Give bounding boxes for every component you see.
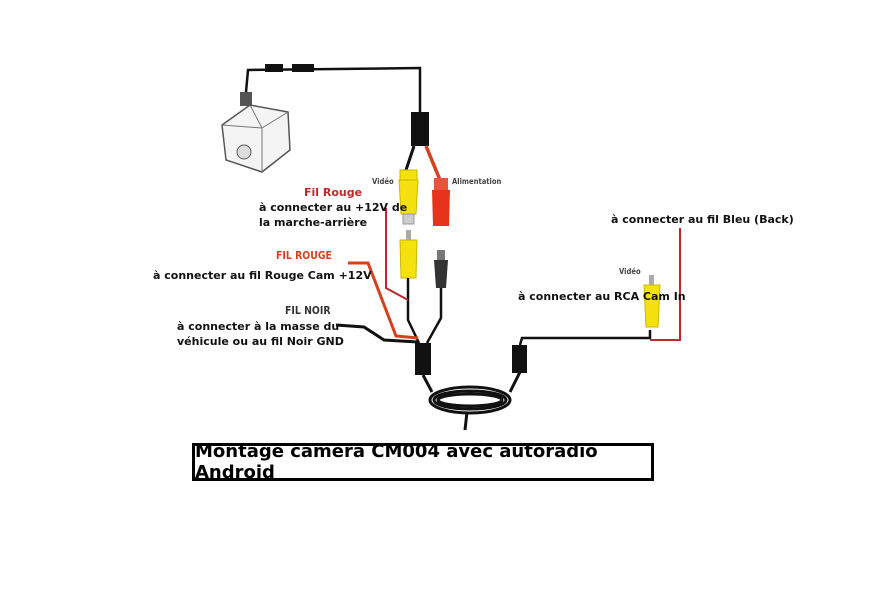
rca-text: à connecter au RCA Cam In <box>518 290 686 303</box>
diagram-title: Montage camera CM004 avec autoradio Andr… <box>192 441 654 483</box>
video-rca-male <box>399 230 418 279</box>
label-video-right: Vidéo <box>619 267 641 276</box>
dc-plug <box>434 250 448 288</box>
red-wire-reverse <box>385 208 409 301</box>
power-connector <box>432 178 450 226</box>
cable-connector <box>292 64 314 72</box>
split-block <box>411 112 429 146</box>
fil-rouge-1-title: Fil Rouge <box>304 186 363 199</box>
camera-icon <box>221 92 291 173</box>
fil-rouge-1-line2: la marche-arrière <box>259 216 368 229</box>
right-block <box>512 345 527 373</box>
bleu-text: à connecter au fil Bleu (Back) <box>611 213 794 226</box>
cable-coil <box>421 371 522 431</box>
red-wire-cam <box>348 261 419 340</box>
blue-back-wire <box>650 228 681 341</box>
fil-rouge-2-text: à connecter au fil Rouge Cam +12V <box>153 269 372 282</box>
camera-cable <box>244 66 422 112</box>
label-alimentation: Alimentation <box>452 177 502 186</box>
video-rca-right <box>643 275 661 328</box>
fil-rouge-1-line1: à connecter au +12V de <box>259 201 408 214</box>
cable-connector <box>265 64 283 72</box>
fil-noir-line2: véhicule ou au fil Noir GND <box>177 335 344 348</box>
label-video-top: Vidéo <box>372 177 394 186</box>
black-wire-gnd <box>335 323 419 344</box>
fil-noir-line1: à connecter à la masse du <box>177 320 340 333</box>
fil-rouge-2-title: FIL ROUGE <box>276 249 332 262</box>
video-rca-female <box>398 169 419 225</box>
fil-noir-title: FIL NOIR <box>285 304 331 317</box>
lower-block <box>415 343 431 375</box>
